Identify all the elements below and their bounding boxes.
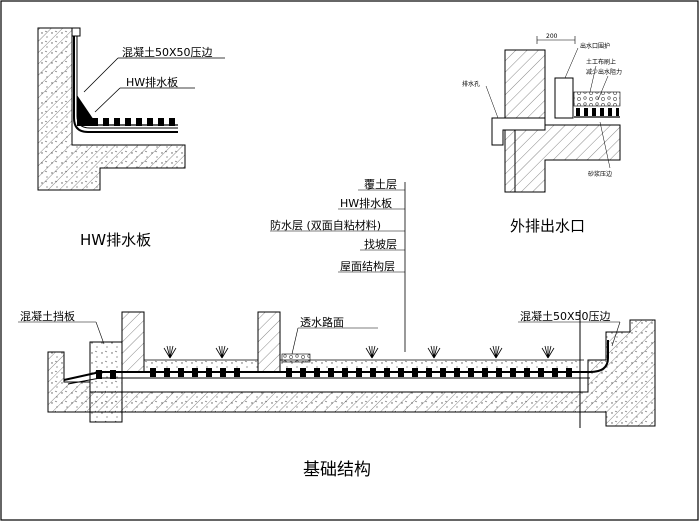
detail-title-outlet: 外排出水口	[510, 217, 585, 235]
label-hw-board: HW排水板	[126, 75, 178, 89]
outlet-detail: 200 出水口围护 土工布刷上 减少出水阻力 排水孔 砂浆压边 外排出水口	[462, 33, 622, 235]
layer-legend: 覆土层 HW排水板 防水层 (双面自粘材料) 找坡层 屋面结构层	[270, 178, 406, 352]
plants	[163, 345, 555, 359]
section-title: 基础结构	[303, 460, 371, 480]
hw-board-detail: 混凝土50X50压边 HW排水板 HW排水板	[37, 27, 225, 249]
label-drain-hole: 排水孔	[462, 80, 480, 88]
main-section: 混凝土挡板 透水路面 混凝土50X50压边 基础结构	[18, 309, 656, 480]
legend-layer-3: 防水层 (双面自粘材料)	[270, 218, 381, 232]
drainage-board-dimples	[90, 118, 178, 126]
legend-layer-1: 覆土层	[364, 178, 397, 191]
legend-layer-2: HW排水板	[340, 196, 392, 210]
label-concrete-edge-main: 混凝土50X50压边	[520, 309, 611, 323]
label-reduce-pressure: 减少出水阻力	[586, 68, 622, 76]
label-geotextile: 土工布刷上	[586, 58, 616, 66]
label-gravel: 砂浆压边	[588, 170, 612, 178]
label-concrete-edge: 混凝土50X50压边	[122, 45, 213, 59]
main-drainage-board	[63, 340, 609, 385]
label-dimension: 200	[546, 33, 558, 40]
legend-layer-4: 找坡层	[364, 237, 397, 251]
label-retaining-board: 混凝土挡板	[20, 309, 75, 323]
label-permeable-pavement: 透水路面	[300, 316, 344, 329]
legend-layer-5: 屋面结构层	[340, 259, 395, 273]
detail-title-hw-board: HW排水板	[80, 231, 151, 249]
label-outlet-guard: 出水口围护	[580, 42, 610, 50]
